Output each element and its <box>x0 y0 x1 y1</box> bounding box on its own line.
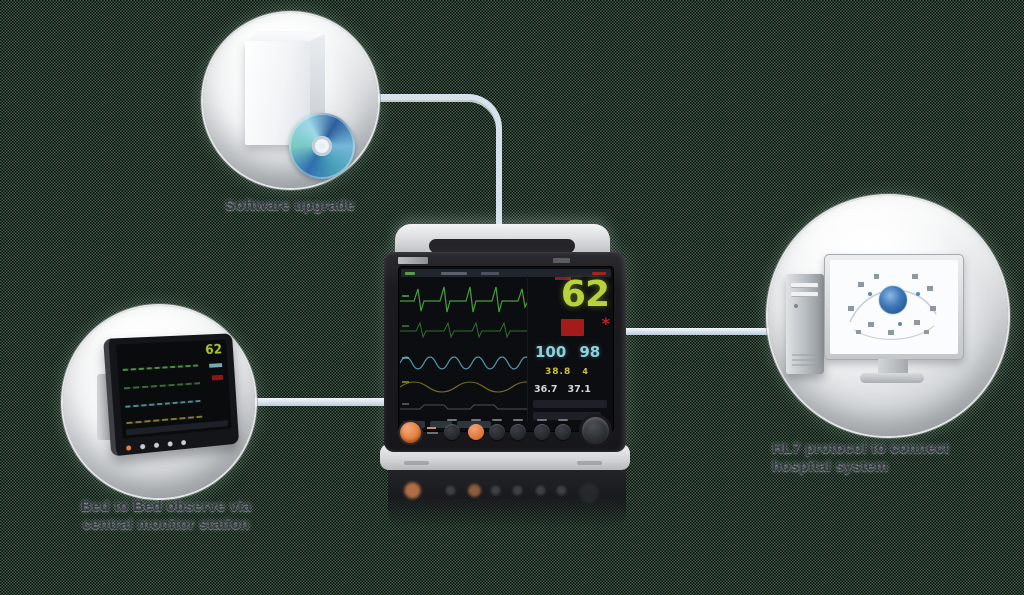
alarm-flash-icon: * <box>601 314 610 333</box>
power-led <box>427 427 436 429</box>
temp1-value: 36.7 <box>534 384 558 395</box>
panel-button <box>534 419 550 440</box>
model-label <box>553 258 570 263</box>
panel-button <box>510 419 526 440</box>
panel-button <box>444 419 460 440</box>
hospital-system-bubble <box>768 196 1008 436</box>
alarm-text-row <box>555 277 571 280</box>
hospital-system-label: HL7 protocol to connect hospital system <box>772 440 1018 476</box>
vital-signs-panel: 62 * 100 98 38.8 4 36.7 37.1 <box>529 275 612 423</box>
screen-status-bar <box>401 269 611 277</box>
central-station-label-line1: Bed to Bed observe via <box>80 498 252 515</box>
desktop-screen <box>830 260 958 354</box>
drive-bay <box>791 283 818 288</box>
monitor-stand-neck <box>878 359 908 374</box>
aux-row: 38.8 4 <box>545 367 589 377</box>
monitor-screen: 62 * 100 98 38.8 4 36.7 37.1 <box>398 266 614 432</box>
aux-value: 38.8 <box>545 367 572 377</box>
power-button <box>400 422 421 443</box>
mini-button <box>153 442 160 449</box>
mini-button <box>140 443 146 450</box>
pulse-rate-value: 98 <box>579 343 601 361</box>
aux-sub-value: 4 <box>582 367 589 376</box>
charge-led <box>427 432 438 434</box>
nibp-alarm-block <box>561 319 584 336</box>
handle-grip-slot <box>429 239 575 253</box>
desktop-monitor-icon <box>824 254 964 360</box>
mini-power-button <box>125 445 132 451</box>
hospital-system-label-line1: HL7 protocol to connect <box>772 440 950 457</box>
monitor-reflection <box>388 470 626 528</box>
alarm-indicator <box>592 272 606 275</box>
panel-button <box>555 419 571 440</box>
temperature-row: 36.7 37.1 <box>534 384 591 395</box>
reflected-button <box>535 485 546 496</box>
mini-button <box>181 439 187 446</box>
reflected-button <box>445 485 456 496</box>
temp2-value: 37.1 <box>567 384 591 395</box>
brand-logo <box>398 257 428 264</box>
heart-rate-value: 62 <box>560 274 610 315</box>
reflected-button <box>467 483 482 498</box>
spo2-value: 100 <box>535 343 567 361</box>
mini-spo2-readout <box>209 363 223 368</box>
reflected-button <box>556 485 567 496</box>
monitor-stand-base <box>860 373 924 383</box>
base-slot <box>577 461 602 465</box>
drive-bay <box>791 292 818 297</box>
reflected-button <box>490 485 501 496</box>
mini-monitor-screen: 62 <box>115 339 232 439</box>
dim-readout-row <box>533 412 601 420</box>
mini-button-row <box>125 439 187 451</box>
connector-central-to-monitor <box>246 398 388 406</box>
mini-ecg-wave <box>122 364 199 371</box>
computer-tower-icon <box>786 274 824 374</box>
panel-button <box>489 419 505 440</box>
central-station-monitor-icon: 62 <box>103 333 240 457</box>
patient-monitor: 62 * 100 98 38.8 4 36.7 37.1 <box>384 252 626 452</box>
tower-power-button <box>794 304 798 308</box>
front-panel-controls <box>384 415 626 449</box>
reflected-knob <box>578 482 600 504</box>
dim-readout-row <box>533 400 607 408</box>
cd-disc-icon <box>289 113 355 179</box>
hospital-system-label-line2: hospital system <box>772 458 889 475</box>
mini-hr-value: 62 <box>204 342 223 359</box>
rotary-knob <box>582 417 609 444</box>
software-upgrade-label: Software upgrade <box>225 197 355 214</box>
connector-monitor-to-hospital <box>622 328 772 335</box>
central-station-label-line2: central monitor station <box>82 516 250 533</box>
network-diagram-graphic <box>848 274 937 340</box>
cd-hole <box>312 136 332 156</box>
connector-software-to-monitor <box>366 94 502 234</box>
spo2-row: 100 98 <box>535 343 600 361</box>
mini-pleth-wave <box>125 399 201 408</box>
mini-ecg-wave-2 <box>123 382 200 390</box>
central-station-bubble: 62 <box>63 306 255 498</box>
tower-vent <box>792 352 816 366</box>
software-upgrade-bubble <box>203 13 378 188</box>
waveform-traces <box>400 286 528 410</box>
menu-key <box>430 421 452 428</box>
reflected-power-button <box>403 481 422 500</box>
alarm-silence-button <box>468 419 484 440</box>
base-slot <box>404 461 429 465</box>
reflected-button <box>512 485 523 496</box>
mini-button <box>167 441 173 447</box>
central-station-label: Bed to Bed observe via central monitor s… <box>20 498 312 534</box>
mini-nibp-readout <box>211 374 224 381</box>
